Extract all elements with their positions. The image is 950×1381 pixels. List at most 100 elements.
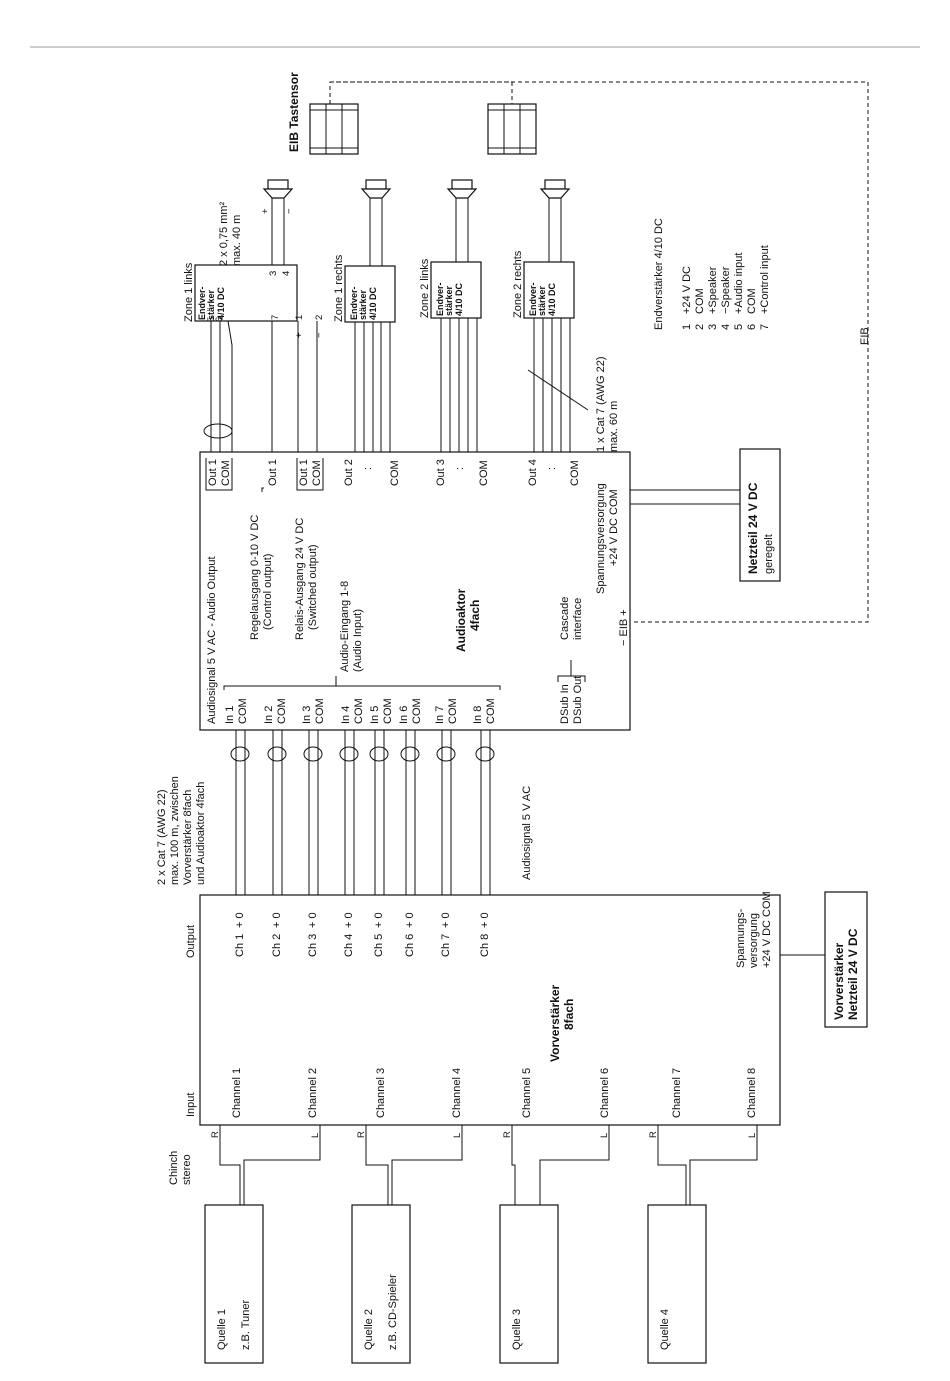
svg-text:4: 4 bbox=[720, 324, 732, 330]
svg-text:7: 7 bbox=[759, 324, 771, 330]
svg-text:Out 1: Out 1 bbox=[267, 459, 279, 486]
svg-text:+: + bbox=[294, 332, 305, 338]
svg-text:Channel 2: Channel 2 bbox=[307, 1068, 319, 1118]
svg-text:2: 2 bbox=[314, 315, 325, 320]
source-3-box bbox=[499, 1204, 559, 1364]
svg-text:Ch 6: Ch 6 bbox=[404, 934, 416, 957]
aktor-inputs: In 1 COM In 2 COM In 3 COM In 4 COM In 5… bbox=[223, 685, 501, 724]
svg-text::: : bbox=[546, 467, 558, 470]
cable-speaker-label-2: max. 40 m bbox=[231, 215, 243, 266]
svg-text:4/10 DC: 4/10 DC bbox=[454, 282, 464, 316]
pre-psu-label-1: Vorverstärker bbox=[832, 943, 846, 1020]
amp-zone-2-rechts bbox=[523, 261, 575, 319]
cable-pre-label-1: 2 x Cat 7 (AWG 22) bbox=[156, 789, 168, 885]
svg-text:3: 3 bbox=[268, 271, 279, 276]
dsub-out-label: DSub Out bbox=[572, 676, 584, 724]
svg-text:COM: COM bbox=[569, 460, 581, 486]
svg-text:R: R bbox=[356, 1131, 367, 1138]
vorverstaerker-subtitle: 8fach bbox=[562, 999, 576, 1030]
source-4-name: Quelle 4 bbox=[659, 1309, 671, 1350]
audio-eingang-label: Audio-Eingang 1-8 bbox=[339, 581, 351, 672]
dsub-in-label: DSub In bbox=[559, 684, 571, 724]
svg-text:Out 2: Out 2 bbox=[343, 459, 355, 486]
svg-text:L: L bbox=[747, 1133, 758, 1138]
pre-to-aktor-wires bbox=[230, 730, 495, 895]
svg-text:Channel 7: Channel 7 bbox=[671, 1068, 683, 1118]
svg-text:7: 7 bbox=[270, 315, 281, 320]
svg-text:4/10 DC: 4/10 DC bbox=[368, 286, 378, 320]
svg-text:Out 1: Out 1 bbox=[298, 459, 310, 486]
svg-text:+ 0: + 0 bbox=[373, 912, 385, 928]
svg-text:R: R bbox=[648, 1131, 659, 1138]
svg-text:6: 6 bbox=[214, 317, 225, 322]
svg-text:In 4: In 4 bbox=[340, 706, 352, 724]
audioaktor-title: Audioaktor bbox=[454, 588, 468, 652]
svg-text:stärker: stärker bbox=[206, 289, 216, 320]
svg-text:Ch 5: Ch 5 bbox=[373, 934, 385, 957]
svg-text:L: L bbox=[599, 1133, 610, 1138]
svg-text:Ch 3: Ch 3 bbox=[307, 934, 319, 957]
svg-text:In 1: In 1 bbox=[224, 706, 236, 724]
eib-sensor-title: EIB Tastensor bbox=[287, 72, 301, 152]
cable-amp-label-2: max. 60 m bbox=[608, 401, 620, 452]
svg-text:1: 1 bbox=[294, 315, 305, 320]
svg-text:+: + bbox=[260, 208, 271, 214]
svg-text:COM: COM bbox=[220, 460, 232, 486]
svg-text:In 5: In 5 bbox=[369, 706, 381, 724]
svg-text:−: − bbox=[284, 208, 295, 214]
zone-label-3: Zone 2 links bbox=[419, 258, 431, 318]
svg-text:stärker: stärker bbox=[537, 285, 547, 316]
svg-text:+Control input: +Control input bbox=[759, 245, 771, 314]
svg-text:stärker: stärker bbox=[444, 285, 454, 316]
svg-text:COM: COM bbox=[694, 288, 706, 314]
svg-text:COM: COM bbox=[485, 698, 497, 724]
svg-text:Endver-: Endver- bbox=[435, 282, 445, 316]
speaker-3 bbox=[446, 179, 478, 262]
svg-text:In 8: In 8 bbox=[472, 706, 484, 724]
svg-text:COM: COM bbox=[447, 698, 459, 724]
eib-sensor-1 bbox=[309, 103, 359, 155]
interface-label: interface bbox=[572, 598, 584, 640]
pre-supply-3: +24 V DC COM bbox=[761, 891, 773, 968]
svg-text:COM: COM bbox=[311, 460, 323, 486]
input-label: Input bbox=[185, 1093, 197, 1117]
svg-text:L: L bbox=[452, 1133, 463, 1138]
netzteil-box bbox=[739, 448, 781, 582]
source-2-sub: z.B. CD-Spieler bbox=[387, 1274, 399, 1350]
svg-text:COM: COM bbox=[353, 698, 365, 724]
svg-text:COM: COM bbox=[746, 288, 758, 314]
amp-wires bbox=[203, 318, 589, 452]
svg-text:Ch 7: Ch 7 bbox=[440, 934, 452, 957]
svg-text::: : bbox=[362, 467, 374, 470]
svg-text:4: 4 bbox=[281, 271, 292, 276]
source-2-name: Quelle 2 bbox=[363, 1309, 375, 1350]
amp-zone-1-rechts bbox=[344, 265, 396, 323]
svg-text:Out 4: Out 4 bbox=[527, 459, 539, 486]
chinch-label-2: stereo bbox=[181, 1154, 193, 1185]
svg-text:COM: COM bbox=[411, 698, 423, 724]
eib-sensor-2 bbox=[487, 103, 537, 155]
svg-text:Ch 8: Ch 8 bbox=[479, 934, 491, 957]
svg-text:−: − bbox=[314, 332, 325, 338]
svg-text:+ 0: + 0 bbox=[234, 912, 246, 928]
zone-label-4: Zone 2 rechts bbox=[512, 250, 524, 318]
svg-text:Out 1: Out 1 bbox=[207, 459, 219, 486]
svg-text:COM: COM bbox=[237, 698, 249, 724]
svg-text:COM: COM bbox=[276, 698, 288, 724]
svg-text:Ch 4: Ch 4 bbox=[343, 934, 355, 957]
regelausgang-label: Regelausgang 0-10 V DC bbox=[249, 515, 261, 640]
audioaktor-subtitle: 4fach bbox=[468, 600, 482, 631]
svg-text:Endver-: Endver- bbox=[528, 282, 538, 316]
amp-zone-2-links bbox=[430, 261, 482, 319]
svg-text:+24 V DC: +24 V DC bbox=[681, 266, 693, 314]
svg-text:3: 3 bbox=[707, 324, 719, 330]
pre-channel-inputs: Channel 1 Channel 2 Channel 3 Channel 4 … bbox=[231, 1068, 758, 1118]
amp-zone-1-links bbox=[194, 264, 298, 322]
svg-text:4/10 DC: 4/10 DC bbox=[547, 282, 557, 316]
svg-text:Ch 1: Ch 1 bbox=[234, 934, 246, 957]
svg-text:4/10 DC: 4/10 DC bbox=[216, 286, 226, 320]
svg-text:Ch 2: Ch 2 bbox=[271, 934, 283, 957]
svg-text:R: R bbox=[502, 1131, 513, 1138]
svg-text::: : bbox=[454, 467, 466, 470]
